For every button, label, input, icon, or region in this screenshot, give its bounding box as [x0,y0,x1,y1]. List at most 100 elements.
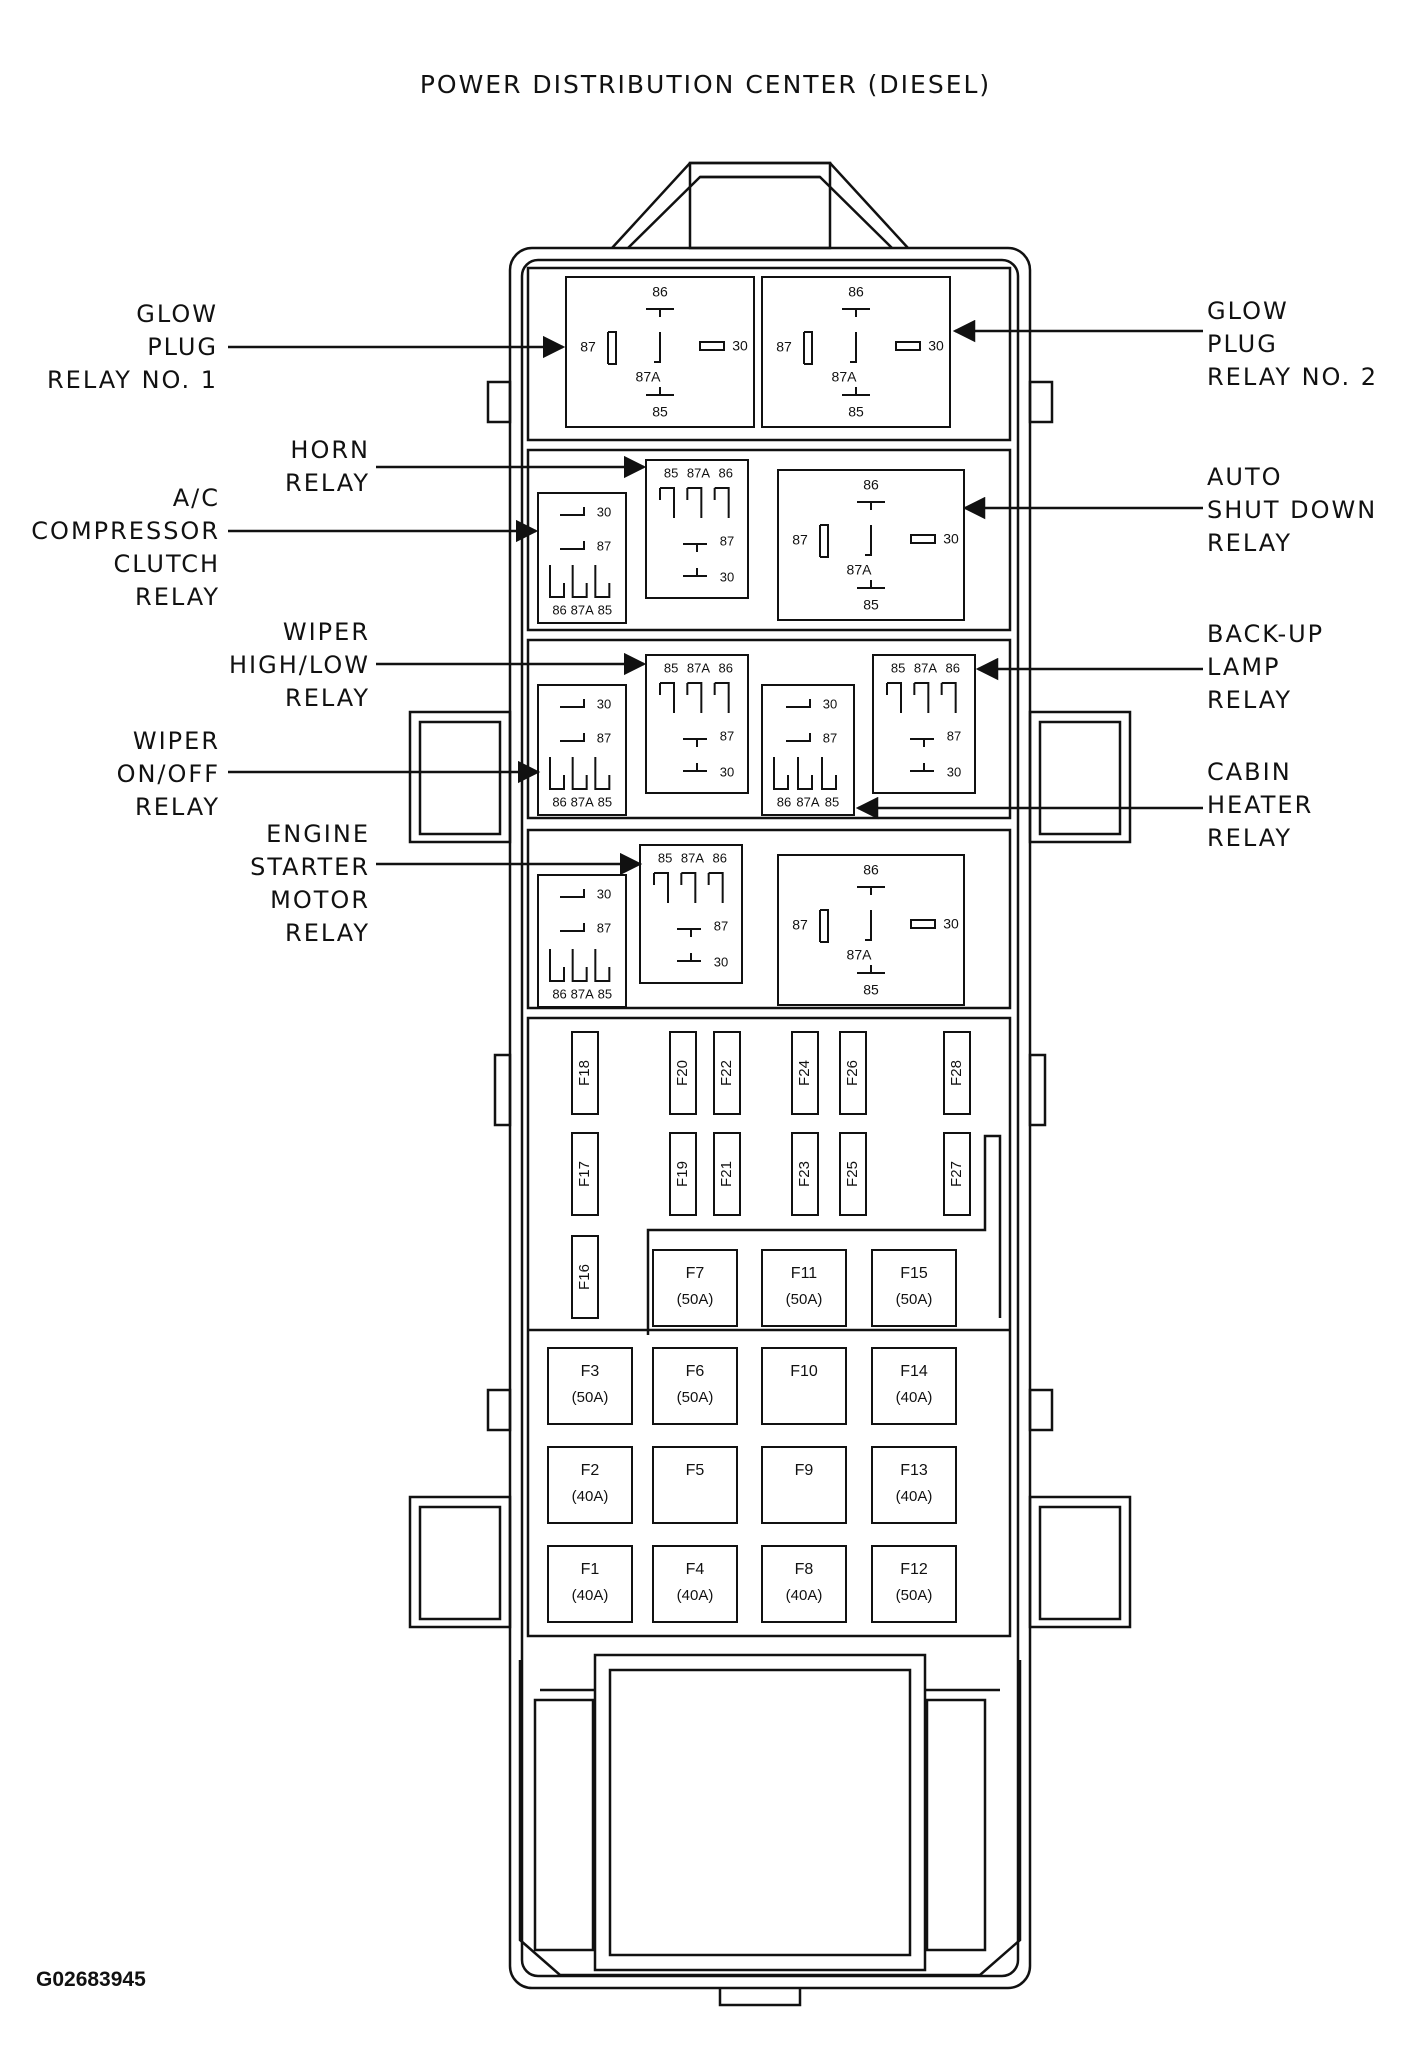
fuse-label: F23 [796,1161,813,1187]
relay-body [777,854,965,1006]
pin-label: 86 [946,660,960,675]
figure-code: G02683945 [36,1968,146,1991]
pin-30-label: 30 [597,504,611,519]
pin-85-label: 85 [863,597,879,613]
pin-85-label: 85 [652,404,668,420]
pin-30 [895,341,921,351]
pin-87-label: 87 [597,920,611,935]
pin-85 [646,387,674,396]
pin-label: 85 [598,794,612,809]
pin-30 [683,763,707,772]
fuse-body [571,1132,599,1216]
pin-86 [857,501,885,510]
pin-87-label: 87 [597,730,611,745]
pin-86-label: 86 [652,284,668,300]
relay-body [537,684,627,816]
fuse-label: F26 [844,1060,861,1086]
maxi-fuse-f4: F4(40A) [652,1545,738,1623]
pin-30 [560,507,585,516]
horn-relay: 85 87A 86 87 30 [645,459,749,599]
blade-terminal [797,757,813,790]
fuse-rating: (50A) [677,1389,714,1406]
pin-30 [786,699,811,708]
pin-label: 85 [598,986,612,1001]
pin-label: 87A [687,465,710,480]
fuse-label: F8 [795,1561,814,1578]
fuse-label: F9 [795,1462,814,1479]
pin-label: 85 [664,465,678,480]
fuse-label: F28 [948,1060,965,1086]
pin-87-label: 87 [792,532,808,548]
fuse-rating: (50A) [677,1291,714,1308]
pin-30-label: 30 [720,569,734,584]
fuse-label: F15 [900,1265,928,1282]
maxi-fuse-f9: F9 [761,1446,847,1524]
pin-30-label: 30 [943,531,959,547]
pin-86-label: 86 [863,477,879,493]
pin-87a-label: 87A [847,562,873,578]
mini-fuse-f27: F27 [943,1132,971,1216]
maxi-fuse-f10: F10 [761,1347,847,1425]
fuse-body [547,1446,633,1524]
fuse-rating: (50A) [896,1291,933,1308]
pin-87-label: 87 [776,339,792,355]
fuse-label: F12 [900,1561,928,1578]
blade-terminal [571,565,588,598]
pin-85 [857,965,885,974]
pin-30-label: 30 [943,916,959,932]
maxi-fuse-f15: F15 (50A) [871,1249,957,1327]
fuse-body [761,1545,847,1623]
fuse-body [652,1347,738,1425]
pin-30 [560,699,585,708]
pin-label: 86 [719,660,733,675]
fuse-rating: (40A) [572,1488,609,1505]
pin-30 [910,919,936,929]
blade-terminal [594,565,611,598]
pin-87-label: 87 [792,917,808,933]
fuse-body [871,1249,957,1327]
mini-fuse-f22: F22 [713,1031,741,1115]
fuse-label: F21 [718,1161,735,1187]
mini-fuse-f20: F20 [669,1031,697,1115]
pin-label: 87A [571,986,594,1001]
fuse-label: F4 [686,1561,705,1578]
pin-label: 86 [777,794,791,809]
pin-87-label: 87 [720,533,734,548]
maxi-fuse-f14: F14(40A) [871,1347,957,1425]
fuse-label: F14 [900,1363,928,1380]
fuse-body [761,1446,847,1524]
pin-30 [560,889,585,898]
maxi-fuse-f3: F3(50A) [547,1347,633,1425]
fuse-body [839,1132,867,1216]
mini-fuse-f26: F26 [839,1031,867,1115]
pin-87a-label: 87A [636,369,662,385]
pin-30-label: 30 [947,764,961,779]
pin-85 [842,387,870,396]
relay-body [777,469,965,621]
pin-87-label: 87 [714,918,728,933]
blade-terminal [653,872,669,903]
fuse-body [871,1446,957,1524]
pin-87a-label: 87A [832,369,858,385]
fuse-group: F16F17F18F19F20F21F22F23F24F25F26F27F28F… [547,1031,971,1623]
housing-outline [408,161,1132,2007]
pin-label: 85 [825,794,839,809]
pin-87-label: 87 [580,339,596,355]
pin-87a-label: 87A [847,947,873,963]
mini-fuse-f18: F18 [571,1031,599,1115]
pin-label: 87A [687,660,710,675]
pin-label: 87A [914,660,937,675]
pin-label: 86 [719,465,733,480]
fuse-label: F20 [674,1060,691,1086]
pin-30-label: 30 [597,886,611,901]
pin-87 [910,738,934,747]
relay-body [537,492,627,624]
fuse-rating: (50A) [896,1587,933,1604]
